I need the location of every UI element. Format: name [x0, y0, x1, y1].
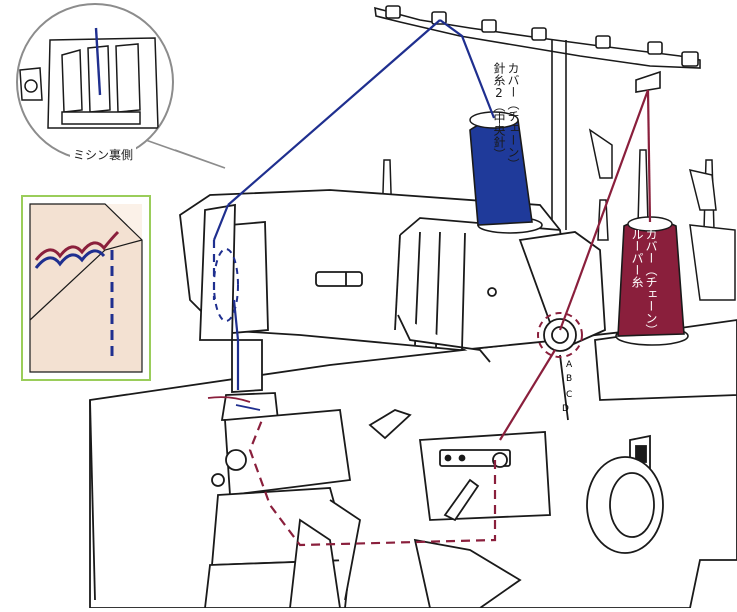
- label-needle-thread-2-line1: カバー（チェーン）: [506, 62, 520, 170]
- label-needle-thread-2-b: 針糸2（中央針）: [492, 62, 506, 160]
- serger-machine: [89, 189, 737, 609]
- cone-looper-thread: [615, 216, 689, 346]
- label-looper-thread-line2: ルーパー糸: [630, 228, 644, 288]
- label-looper-thread-line1: カバー（チェーン）: [644, 228, 658, 336]
- dial-letter-d: D: [562, 404, 569, 414]
- label-needle-thread-2-line2: 針糸2（中央針）: [492, 62, 506, 160]
- cone-needle-thread-2: [469, 111, 543, 234]
- dial-letter-a: A: [566, 360, 573, 370]
- thread-highlight-ellipses: [213, 248, 583, 358]
- label-looper-thread: カバー（チェーン）: [644, 228, 658, 336]
- inset-stitch-sample: [21, 195, 151, 381]
- spool-pins: [381, 128, 736, 301]
- label-looper-thread-b: ルーパー糸: [630, 228, 644, 288]
- inset-machine-rear: [16, 3, 226, 169]
- label-needle-thread-2: カバー（チェーン）: [506, 62, 520, 170]
- looper-thread-path: [248, 89, 652, 547]
- needle-thread-path: [212, 19, 496, 390]
- thread-stand: [374, 5, 701, 230]
- dial-letter-b: B: [566, 374, 573, 384]
- dial-letter-c: C: [566, 390, 573, 400]
- label-machine-rear: ミシン裏側: [70, 146, 137, 163]
- thread-tails: [207, 396, 261, 411]
